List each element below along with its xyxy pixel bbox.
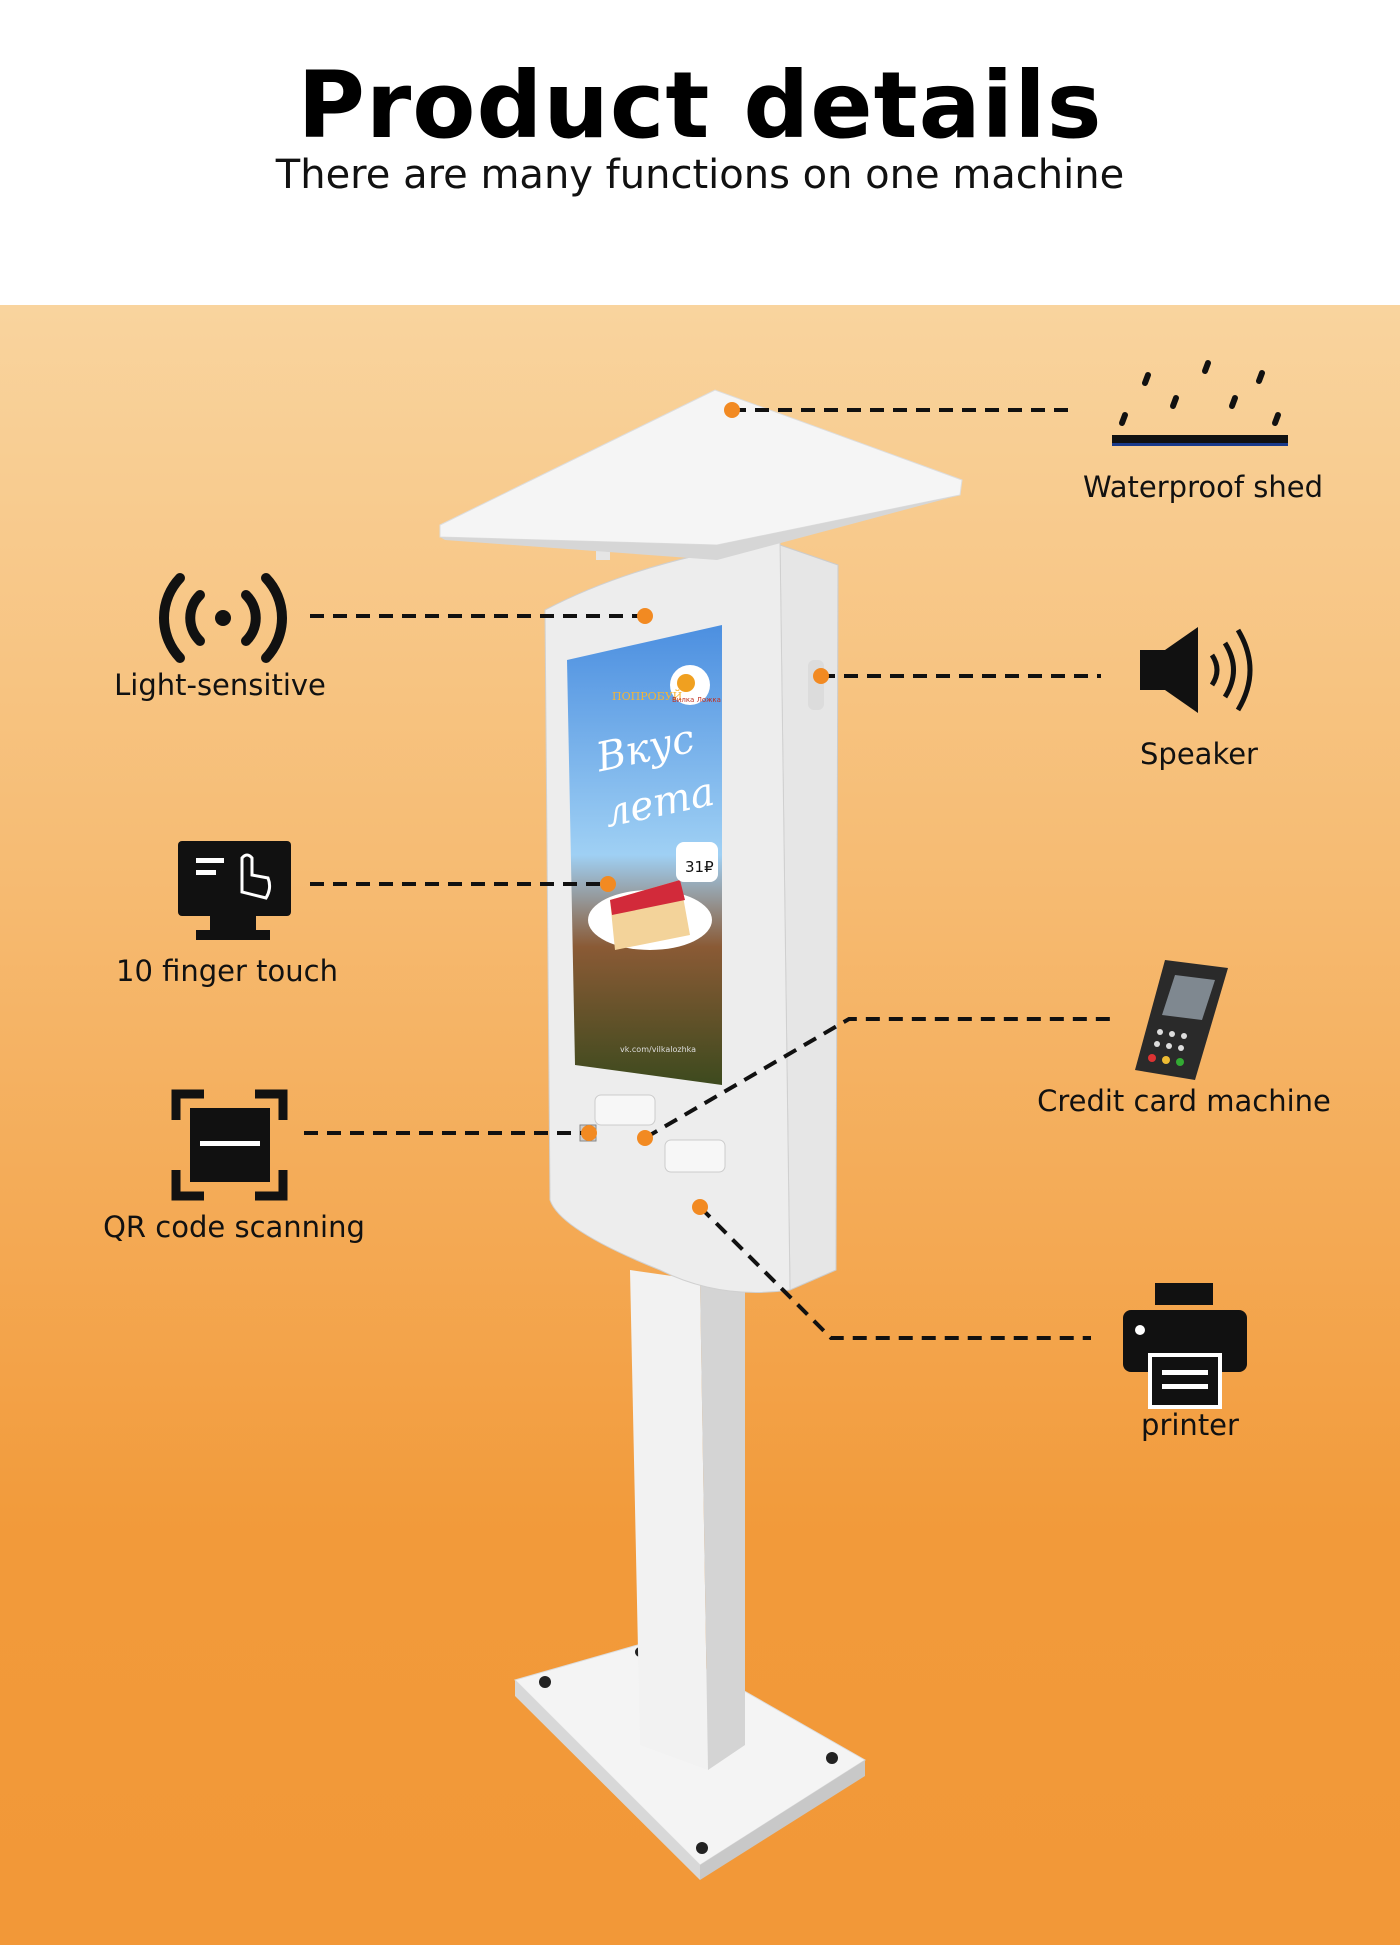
feature-label-speaker: Speaker <box>1140 737 1258 771</box>
screen-url: vk.com/vilkalozhka <box>620 1045 696 1054</box>
screen-brand: Вилка Ложка <box>672 696 721 704</box>
qr-scan-icon <box>171 1089 288 1201</box>
rain-shed-icon <box>1112 360 1288 446</box>
callout-dots <box>581 402 829 1215</box>
screen-price: 31₽ <box>685 858 714 876</box>
waterproof-shed <box>439 389 963 560</box>
touch-monitor-icon <box>178 841 291 940</box>
signal-sensor-icon <box>159 573 287 663</box>
page-subtitle: There are many functions on one machine <box>275 152 1125 198</box>
screen-tag: ПОПРОБУЙ <box>612 689 682 703</box>
callout-lines <box>304 408 1110 1340</box>
feature-label-qr-scanning: QR code scanning <box>103 1210 365 1244</box>
speaker-icon <box>1140 627 1253 713</box>
feature-label-touch: 10 finger touch <box>116 954 338 988</box>
kiosk-pole <box>630 1270 745 1770</box>
printer-outlet <box>664 1139 726 1173</box>
feature-label-card-machine: Credit card machine <box>1037 1084 1331 1118</box>
speaker-grille <box>808 660 824 710</box>
printer-icon <box>1123 1283 1247 1409</box>
card-terminal-icon <box>1135 960 1228 1080</box>
kiosk-screen <box>567 625 722 1085</box>
card-slot <box>594 1094 656 1126</box>
feature-label-waterproof-shed: Waterproof shed <box>1082 470 1324 504</box>
feature-label-printer: printer <box>1141 1408 1239 1442</box>
feature-label-light-sensitive: Light-sensitive <box>114 668 326 702</box>
page-title: Product details <box>297 52 1103 159</box>
